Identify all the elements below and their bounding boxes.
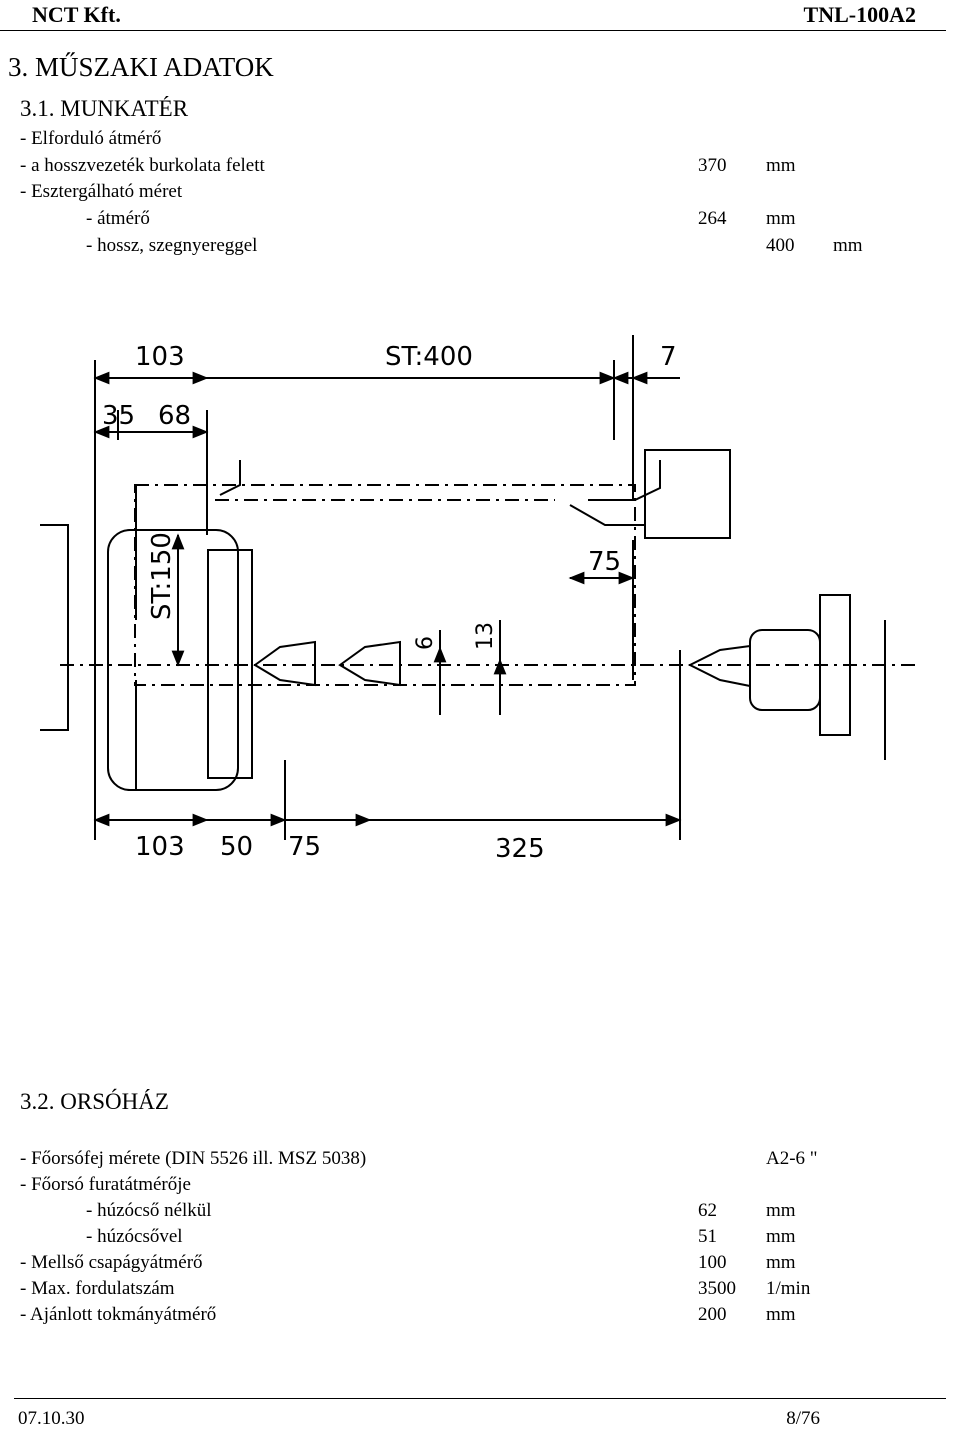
dim-75-right: 75 bbox=[588, 547, 621, 577]
dim-bottom-75: 75 bbox=[288, 832, 321, 862]
dim-35: 35 bbox=[102, 401, 135, 431]
dim-68: 68 bbox=[158, 401, 191, 431]
workspace-drawing: 103 ST:400 7 35 68 ST:150 75 6 13 103 50… bbox=[40, 335, 920, 864]
dim-bottom-50: 50 bbox=[220, 832, 253, 862]
spindle-line-value: 51 bbox=[698, 1226, 717, 1247]
spindle-line-unit: mm bbox=[766, 1200, 796, 1221]
footer-page-number: 8/76 bbox=[786, 1408, 820, 1429]
spindle-line-label: - Mellső csapágyátmérő bbox=[20, 1252, 203, 1273]
spindle-line-value: 200 bbox=[698, 1304, 727, 1325]
company-name: NCT Kft. bbox=[32, 2, 121, 27]
workspace-heading: 3.1. MUNKATÉR bbox=[20, 96, 189, 121]
workspace-line-unit: mm bbox=[766, 208, 796, 229]
model-number: TNL-100A2 bbox=[803, 2, 916, 27]
footer-date: 07.10.30 bbox=[18, 1408, 85, 1429]
section-title: 3. MŰSZAKI ADATOK bbox=[8, 52, 274, 82]
spindle-line-label: - Ajánlott tokmányátmérő bbox=[20, 1304, 217, 1325]
dim-top-st400: ST:400 bbox=[385, 342, 473, 372]
workspace-line-label: - hossz, szegnyereggel bbox=[86, 235, 258, 256]
workspace-line-unit: mm bbox=[833, 235, 863, 256]
spindle-line-label: - húzócső nélkül bbox=[86, 1200, 212, 1221]
workspace-line-value: 370 bbox=[698, 155, 727, 176]
dim-6: 6 bbox=[413, 636, 438, 650]
workspace-line-value: 400 bbox=[766, 235, 795, 256]
spindle-line-label: - húzócsővel bbox=[86, 1226, 183, 1247]
workspace-line-label: - a hosszvezeték burkolata felett bbox=[20, 155, 265, 176]
header-rule bbox=[0, 30, 946, 31]
dim-bottom-325: 325 bbox=[495, 834, 545, 864]
spindle-heading: 3.2. ORSÓHÁZ bbox=[20, 1089, 169, 1114]
workspace-line-label: - Esztergálható méret bbox=[20, 181, 183, 202]
spindle-line-unit: mm bbox=[766, 1252, 796, 1273]
spindle-line-value: A2-6 " bbox=[766, 1148, 818, 1169]
spindle-line-unit: mm bbox=[766, 1304, 796, 1325]
dim-st150: ST:150 bbox=[147, 532, 177, 620]
dim-13: 13 bbox=[473, 622, 498, 650]
dim-top-103: 103 bbox=[135, 342, 185, 372]
workspace-line-label: - Elforduló átmérő bbox=[20, 128, 162, 149]
spindle-line-unit: 1/min bbox=[766, 1278, 811, 1299]
dim-top-7: 7 bbox=[660, 342, 677, 372]
footer-rule bbox=[14, 1398, 946, 1399]
workspace-line-label: - átmérő bbox=[86, 208, 150, 229]
spindle-line-unit: mm bbox=[766, 1226, 796, 1247]
spindle-line-label: - Főorsófej mérete (DIN 5526 ill. MSZ 50… bbox=[20, 1148, 367, 1169]
spindle-line-label: - Főorsó furatátmérője bbox=[20, 1174, 191, 1195]
spindle-line-label: - Max. fordulatszám bbox=[20, 1278, 175, 1299]
spindle-line-value: 62 bbox=[698, 1200, 717, 1221]
spindle-line-value: 100 bbox=[698, 1252, 727, 1273]
spindle-line-value: 3500 bbox=[698, 1278, 736, 1299]
workspace-line-unit: mm bbox=[766, 155, 796, 176]
workspace-line-value: 264 bbox=[698, 208, 727, 229]
dim-bottom-103: 103 bbox=[135, 832, 185, 862]
